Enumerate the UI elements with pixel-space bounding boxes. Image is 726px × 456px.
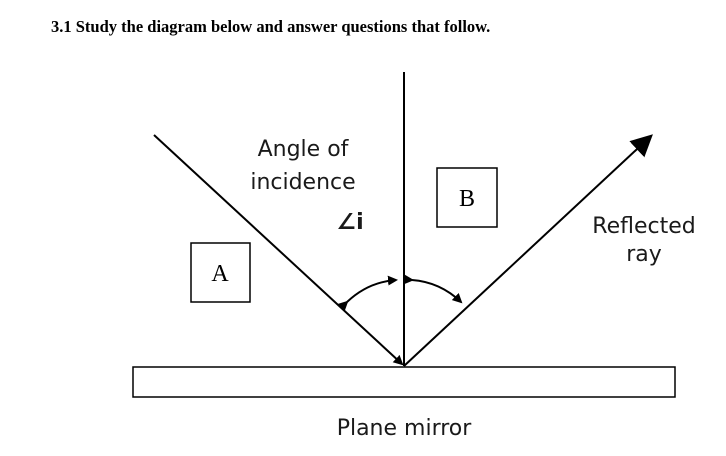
reflected-ray	[403, 134, 653, 367]
reflected-ray-label-line1: Reflected	[592, 214, 695, 239]
box-b-label: B	[459, 186, 475, 212]
plane-mirror-label: Plane mirror	[337, 416, 473, 441]
angle-of-incidence-label-line2: incidence	[250, 170, 355, 195]
question-heading: 3.1 Study the diagram below and answer q…	[51, 17, 491, 36]
box-a-label: A	[211, 261, 229, 287]
angle-of-incidence-label-line1: Angle of	[258, 137, 350, 162]
angle-of-incidence-arc	[337, 275, 398, 312]
angle-symbol: ∠i	[336, 210, 363, 235]
box-b	[436, 167, 498, 228]
reflected-ray-label-line2: ray	[626, 242, 662, 267]
plane-mirror	[132, 366, 676, 398]
incident-ray	[153, 134, 404, 366]
angle-of-reflection-arc	[403, 274, 463, 304]
box-a	[190, 242, 251, 303]
